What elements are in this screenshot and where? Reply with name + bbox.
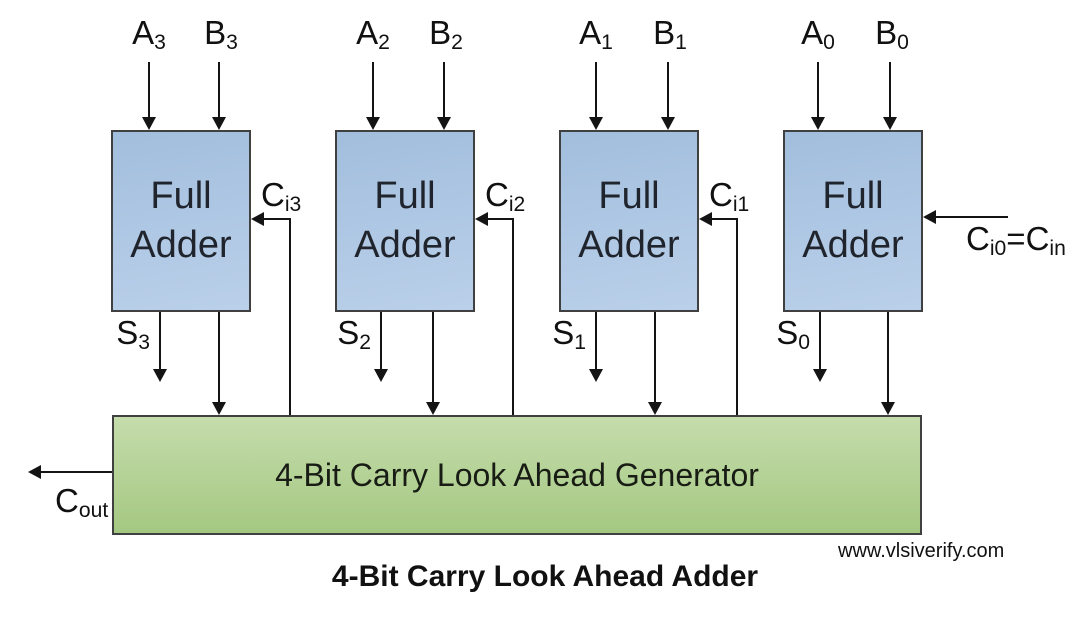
arrowhead-down-carry3	[212, 402, 226, 415]
arrowhead-left-ci2	[475, 212, 488, 226]
wire-input-a1	[595, 62, 597, 118]
wire-input-b2	[443, 62, 445, 118]
full-adder-3-label-line2: Adder	[130, 224, 232, 266]
wire-ci1-horizontal	[711, 218, 738, 220]
wire-ci1-vertical	[736, 218, 738, 416]
arrowhead-down-a2	[366, 117, 380, 130]
wire-carry-fa2-to-generator	[432, 312, 434, 403]
arrowhead-down-a1	[589, 117, 603, 130]
full-adder-2-box: Full Adder	[335, 130, 475, 312]
arrowhead-down-b0	[883, 117, 897, 130]
arrowhead-down-s2	[374, 369, 388, 382]
wire-cout-horizontal	[40, 471, 112, 473]
arrowhead-down-b2	[437, 117, 451, 130]
full-adder-1-box: Full Adder	[559, 130, 699, 312]
wire-ci2-vertical	[512, 218, 514, 416]
wire-ci3-horizontal	[263, 218, 291, 220]
arrowhead-down-b1	[661, 117, 675, 130]
arrowhead-left-ci1	[699, 212, 712, 226]
carry-in-label-ci1: Ci1	[709, 176, 750, 216]
wire-input-b1	[667, 62, 669, 118]
arrowhead-down-carry0	[881, 402, 895, 415]
input-label-b2: B2	[429, 14, 463, 54]
wire-input-a3	[148, 62, 150, 118]
arrowhead-down-s0	[813, 369, 827, 382]
arrowhead-down-carry1	[648, 402, 662, 415]
input-label-a3: A3	[132, 14, 166, 54]
carry-in-label-ci3: Ci3	[261, 176, 302, 216]
wire-ci2-horizontal	[487, 218, 514, 220]
arrowhead-down-carry2	[426, 402, 440, 415]
full-adder-0-label-line1: Full	[822, 174, 884, 217]
input-label-a2: A2	[356, 14, 390, 54]
carry-look-ahead-generator-box: 4-Bit Carry Look Ahead Generator	[112, 415, 922, 535]
full-adder-0-label-line2: Adder	[802, 224, 904, 266]
wire-sum-s0	[819, 312, 821, 370]
input-label-b0: B0	[875, 14, 909, 54]
arrowhead-down-a0	[811, 117, 825, 130]
input-label-b3: B3	[204, 14, 238, 54]
full-adder-0-box: Full Adder	[783, 130, 923, 312]
sum-label-s3: S3	[116, 314, 150, 354]
full-adder-2-label-line1: Full	[374, 174, 436, 217]
sum-label-s1: S1	[552, 314, 586, 354]
carry-in-label-cin: Ci0=Cin	[966, 220, 1066, 260]
full-adder-3-box: Full Adder	[111, 130, 251, 312]
generator-label: 4-Bit Carry Look Ahead Generator	[275, 456, 759, 493]
wire-sum-s2	[380, 312, 382, 370]
input-label-a0: A0	[801, 14, 835, 54]
full-adder-1-label-line1: Full	[598, 174, 660, 217]
wire-ci3-vertical	[289, 218, 291, 416]
wire-input-a0	[817, 62, 819, 118]
arrowhead-down-s3	[153, 369, 167, 382]
input-label-a1: A1	[579, 14, 613, 54]
arrowhead-left-cin	[923, 210, 936, 224]
watermark-text: www.vlsiverify.com	[838, 540, 1005, 562]
arrowhead-down-a3	[142, 117, 156, 130]
wire-cin-horizontal	[935, 216, 1008, 218]
carry-out-label: Cout	[55, 482, 109, 522]
arrowhead-left-cout	[28, 465, 41, 479]
arrowhead-down-b3	[212, 117, 226, 130]
full-adder-2-label-line2: Adder	[354, 224, 456, 266]
wire-sum-s3	[159, 312, 161, 370]
wire-input-b0	[889, 62, 891, 118]
wire-input-a2	[372, 62, 374, 118]
carry-in-label-ci2: Ci2	[485, 176, 526, 216]
wire-carry-fa1-to-generator	[654, 312, 656, 403]
full-adder-1-label-line2: Adder	[578, 224, 680, 266]
diagram-title: 4-Bit Carry Look Ahead Adder	[331, 560, 759, 593]
wire-carry-fa3-to-generator	[218, 312, 220, 403]
input-label-b1: B1	[653, 14, 687, 54]
sum-label-s0: S0	[776, 314, 810, 354]
wire-sum-s1	[595, 312, 597, 370]
wire-input-b3	[218, 62, 220, 118]
arrowhead-down-s1	[589, 369, 603, 382]
sum-label-s2: S2	[337, 314, 371, 354]
arrowhead-left-ci3	[251, 212, 264, 226]
wire-carry-fa0-to-generator	[887, 312, 889, 403]
full-adder-3-label-line1: Full	[150, 174, 212, 217]
